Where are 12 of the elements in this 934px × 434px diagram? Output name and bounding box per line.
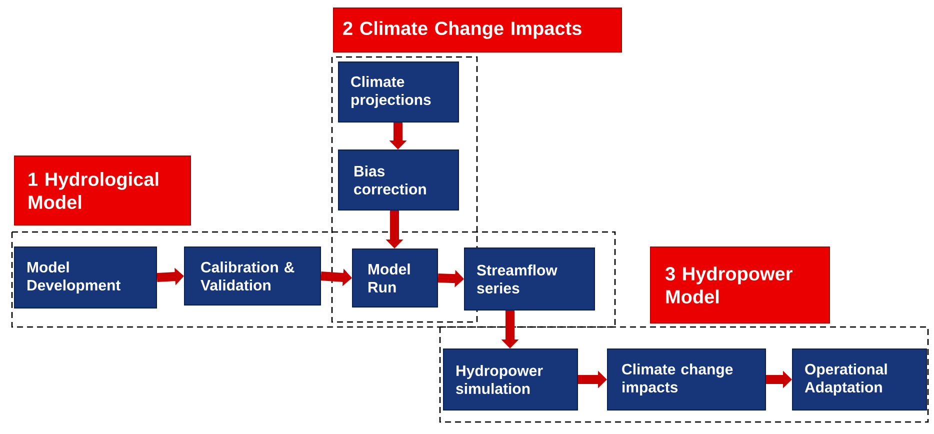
- section-heading-box: 2 Climate Change Impacts: [333, 8, 622, 52]
- section-heading-box: 3 Hydropower Model: [650, 246, 830, 324]
- process-box: Model Run: [352, 248, 438, 308]
- section-heading-box: 1 Hydrological Model: [14, 156, 191, 226]
- process-box: Operational Adaptation: [792, 348, 927, 410]
- process-box: Calibration & Validation: [184, 246, 321, 306]
- process-box: Hydropower simulation: [443, 348, 578, 410]
- process-box: Streamflow series: [464, 248, 595, 310]
- process-box: Model Development: [14, 246, 157, 308]
- process-box: Climate change impacts: [607, 348, 766, 410]
- process-box: Climate projections: [338, 62, 459, 122]
- process-box: Bias correction: [338, 150, 459, 210]
